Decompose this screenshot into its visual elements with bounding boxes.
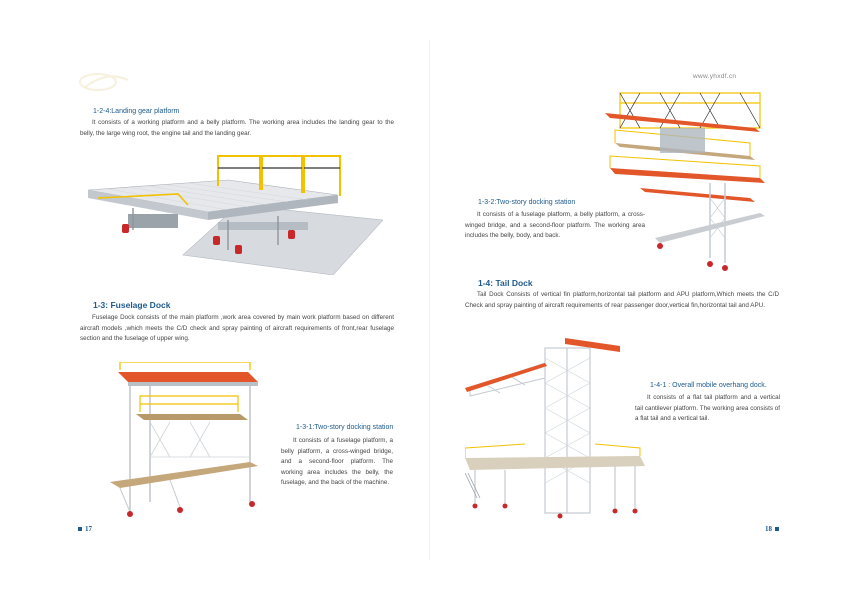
tail-dock-overhang-illustration: [465, 338, 645, 519]
two-story-dock-right-illustration: [605, 92, 765, 271]
tail-dock-heading: 1-4: Tail Dock: [478, 278, 533, 288]
page-marker-icon: [775, 527, 779, 531]
fuselage-dock-body: Fuselage Dock consists of the main platf…: [80, 314, 394, 343]
two-story-dock-illustration: [110, 362, 258, 517]
left-page: 1-2-4:Landing gear platform It consists …: [78, 73, 394, 533]
overhang-heading: 1-4-1 : Overall mobile overhang dock.: [650, 382, 767, 389]
two-story-left-heading: 1-3-1:Two-story docking station: [296, 424, 394, 431]
landing-gear-heading: 1-2-4:Landing gear platform: [93, 108, 180, 115]
tail-dock-body: Tail Dock Consists of vertical fin platf…: [465, 291, 779, 309]
overhang-body: It consists of a flat tail platform and …: [635, 394, 780, 423]
website-url: www.yhxdf.cn: [693, 73, 737, 80]
page-number-left: 17: [78, 525, 92, 533]
page-number-right: 18: [765, 525, 779, 533]
two-story-right-heading: 1-3-2:Two-story docking station: [478, 199, 576, 206]
page-number-text: 18: [765, 525, 772, 533]
page-number-text: 17: [85, 525, 92, 533]
fuselage-dock-heading: 1-3: Fuselage Dock: [93, 300, 171, 310]
page-marker-icon: [78, 527, 82, 531]
landing-gear-body: It consists of a working platform and a …: [80, 119, 394, 137]
faded-logo-icon: [79, 73, 129, 91]
landing-gear-platform-illustration: [88, 155, 383, 275]
page-gutter: [429, 40, 430, 560]
two-story-left-body: It consists of a fuselage platform, a be…: [281, 437, 393, 487]
right-page: www.yhxdf.cn: [430, 0, 860, 608]
two-story-right-body: It consists of a fuselage platform, a be…: [465, 211, 645, 240]
